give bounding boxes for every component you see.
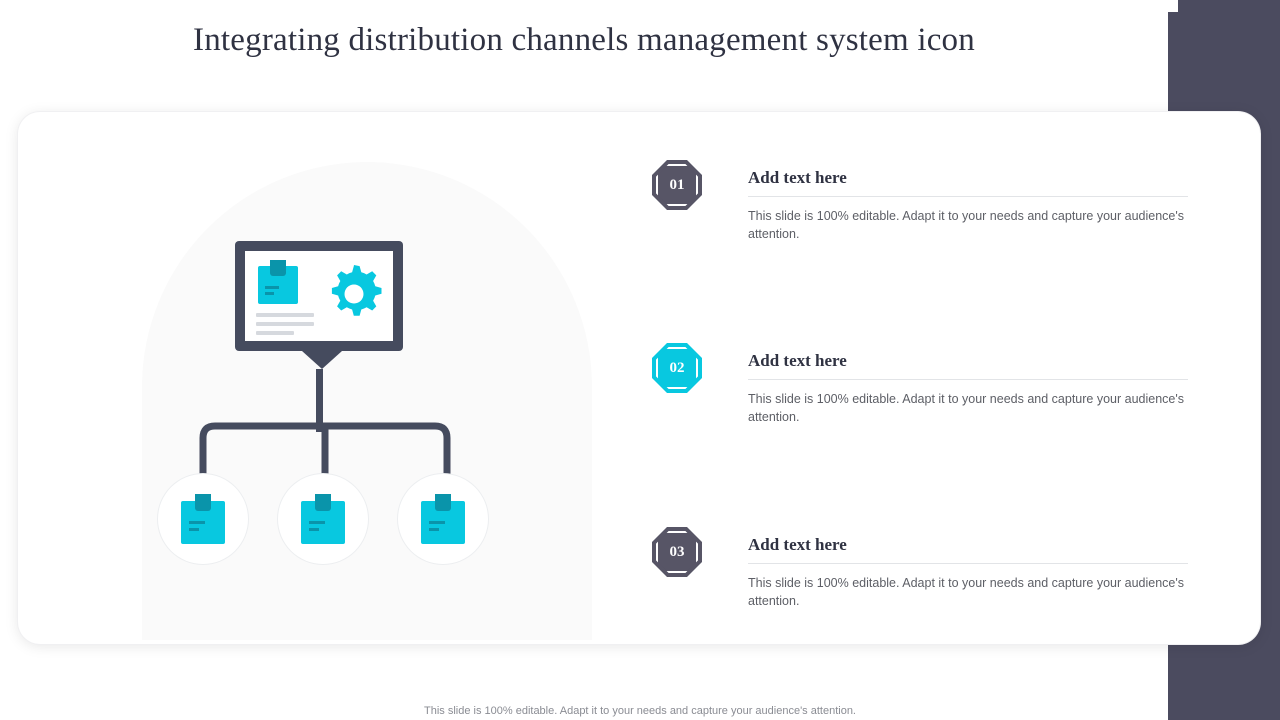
illustration-area	[80, 134, 592, 640]
item-divider-02	[748, 379, 1188, 380]
monitor-stand	[302, 351, 342, 369]
step-badge-03: 03	[652, 527, 702, 577]
package-node-1	[158, 474, 248, 564]
item-heading-01: Add text here	[748, 168, 847, 187]
item-body-02: This slide is 100% editable. Adapt it to…	[748, 392, 1184, 424]
item-heading-03: Add text here	[748, 535, 847, 554]
content-card: 01 Add text here This slide is 100% edit…	[18, 112, 1260, 644]
step-number-01: 01	[669, 176, 685, 193]
gear-icon	[323, 263, 385, 325]
package-node-3	[398, 474, 488, 564]
arch-background-shape	[142, 162, 592, 640]
page-title: Integrating distribution channels manage…	[193, 22, 975, 58]
item-heading-02: Add text here	[748, 351, 847, 370]
package-node-2	[278, 474, 368, 564]
item-divider-01	[748, 196, 1188, 197]
step-number-02: 02	[669, 359, 685, 376]
step-badge-02: 02	[652, 343, 702, 393]
package-icon-1	[181, 494, 225, 544]
package-icon	[258, 260, 298, 304]
footer-note: This slide is 100% editable. Adapt it to…	[424, 705, 856, 717]
band-notch	[1168, 0, 1178, 12]
monitor-icon	[235, 241, 403, 351]
step-number-03: 03	[669, 543, 685, 560]
package-icon-3	[421, 494, 465, 544]
item-body-01: This slide is 100% editable. Adapt it to…	[748, 209, 1184, 241]
package-icon-2	[301, 494, 345, 544]
screen-text-lines	[256, 313, 314, 340]
step-badge-01: 01	[652, 160, 702, 210]
item-body-03: This slide is 100% editable. Adapt it to…	[748, 576, 1184, 608]
connector-vertical-main	[316, 369, 323, 432]
item-divider-03	[748, 563, 1188, 564]
monitor-screen	[245, 251, 393, 341]
